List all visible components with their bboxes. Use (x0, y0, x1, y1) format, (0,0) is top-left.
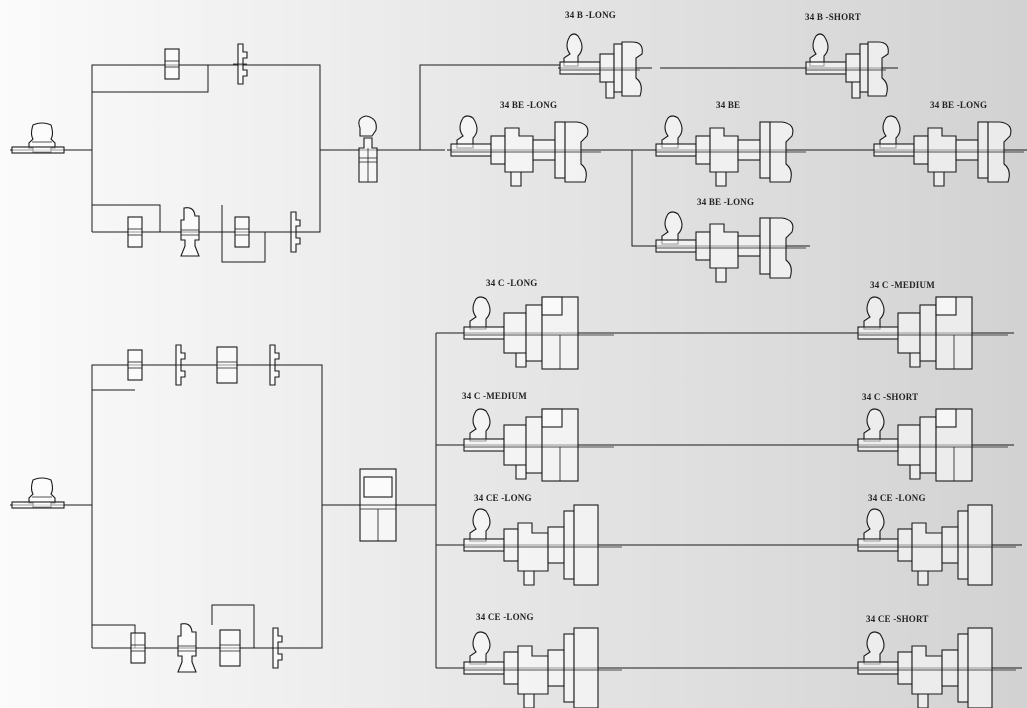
machine-34be-long-1 (446, 115, 606, 187)
label-34ce-short: 34 CE -SHORT (866, 614, 929, 624)
top-drive-train: 34 B -LONG 34 B -SHORT 34 BE -LONG 34 BE… (10, 10, 1027, 283)
label-34be-long-1: 34 BE -LONG (500, 100, 557, 110)
machine-34ce-long-2 (853, 504, 1023, 586)
machine-34b-short (803, 33, 899, 99)
machine-34c-medium-2 (853, 296, 1015, 370)
top-gearbox-icon (358, 137, 378, 183)
bottom-adapter-icon (177, 623, 197, 673)
machine-34c-medium-1 (459, 408, 621, 482)
bottom-coupling-icon-1 (127, 349, 143, 381)
top-coupling-icon-1 (164, 48, 180, 80)
label-34c-medium-2: 34 C -MEDIUM (870, 280, 935, 290)
label-34c-long: 34 C -LONG (486, 278, 538, 288)
machine-34ce-long-1 (459, 504, 629, 586)
machine-34ce-short (853, 627, 1023, 708)
top-coupling-icon-3 (234, 216, 250, 248)
bottom-flange-icon-3 (267, 627, 283, 669)
label-34c-short: 34 C -SHORT (862, 392, 918, 402)
bottom-coupling-icon-2 (130, 632, 146, 664)
machine-34ce-long-3 (459, 627, 629, 708)
machine-34b-long (557, 33, 653, 99)
label-34be: 34 BE (716, 100, 740, 110)
machine-34c-long (459, 296, 621, 370)
bottom-drive-train: 34 C -LONG 34 C -MEDIUM 34 CE -LONG 34 C… (10, 278, 1023, 708)
top-adapter-icon (180, 207, 200, 257)
bottom-housing-icon-2 (219, 629, 241, 667)
machine-34be-long-2 (869, 115, 1027, 187)
label-34c-medium-1: 34 C -MEDIUM (462, 391, 527, 401)
bottom-gearbox-icon (359, 468, 397, 542)
label-34be-long-3: 34 BE -LONG (697, 197, 754, 207)
top-flange-icon-1 (232, 43, 248, 85)
top-flange-icon-2 (285, 211, 301, 253)
machine-34c-short (853, 408, 1015, 482)
label-34b-short: 34 B -SHORT (805, 12, 861, 22)
label-34ce-long-3: 34 CE -LONG (476, 612, 534, 622)
top-coupling-icon-2 (127, 216, 143, 248)
bottom-housing-icon-1 (216, 346, 238, 384)
label-34b-long: 34 B -LONG (565, 10, 616, 20)
machine-34be (651, 115, 811, 187)
label-34be-long-2: 34 BE -LONG (930, 100, 987, 110)
label-34ce-long-2: 34 CE -LONG (868, 493, 926, 503)
bottom-flange-icon-2 (264, 344, 280, 386)
machine-34be-long-3 (651, 211, 811, 283)
label-34ce-long-1: 34 CE -LONG (474, 493, 532, 503)
bottom-flange-icon-1 (170, 344, 186, 386)
